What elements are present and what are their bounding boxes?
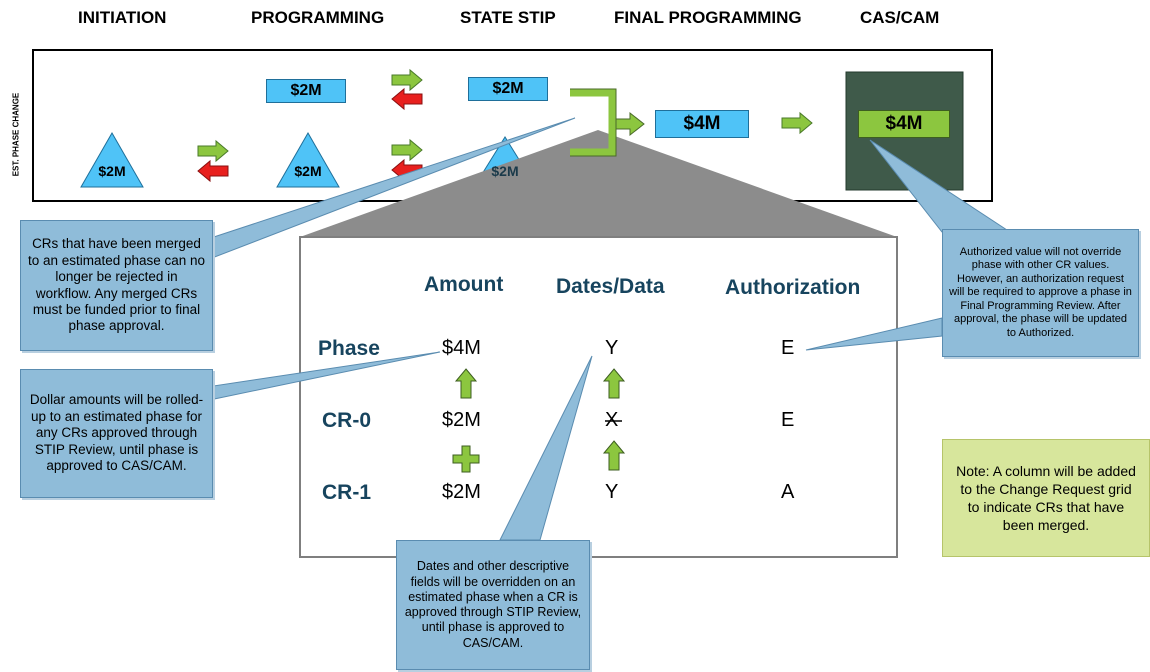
box-final-programming: $4M (655, 110, 749, 138)
cell-cr0-dates: X (605, 409, 619, 431)
cell-cr0-amount: $2M (442, 409, 481, 431)
row-label-cr-0: CR-0 (322, 409, 372, 432)
callout-dollar: Dollar amounts will be rolled-up to an e… (20, 369, 213, 498)
callout-dates: Dates and other descriptive fields will … (396, 540, 590, 670)
header-amount: Amount (424, 273, 504, 296)
cell-cr0-auth: E (781, 409, 795, 431)
arrow-right-icon (781, 111, 813, 135)
header-dates-data: Dates/Data (556, 275, 665, 298)
triangle-initiation (80, 131, 144, 188)
cell-cr1-dates: Y (605, 481, 619, 503)
stage-title-cas-cam: CAS/CAM (860, 8, 940, 27)
triangle-label-state-stip: $2M (491, 163, 519, 179)
stage-title-state-stip: STATE STIP (460, 8, 556, 27)
callout-merged: CRs that have been merged to an estimate… (20, 220, 213, 351)
cell-cr1-auth: A (781, 481, 795, 503)
triangle-programming (276, 131, 340, 188)
zoom-funnel (300, 130, 897, 237)
cell-phase-amount: $4M (442, 337, 481, 359)
triangle-label-programming: $2M (294, 163, 322, 179)
cell-cr1-amount: $2M (442, 481, 481, 503)
callout-authorization: Authorized value will not override phase… (942, 229, 1139, 357)
plus-icon (452, 445, 480, 473)
arrow-up-icon (602, 440, 626, 471)
note-box: Note: A column will be added to the Chan… (942, 439, 1150, 557)
arrow-right-icon (391, 68, 423, 92)
stage-title-initiation: INITIATION (78, 8, 167, 27)
box-state-stip: $2M (468, 77, 548, 101)
header-authorization: Authorization (725, 276, 861, 299)
stage-title-final-programming: FINAL PROGRAMMING (614, 8, 802, 27)
cell-phase-dates: Y (605, 337, 619, 359)
merge-bracket (570, 89, 616, 156)
box-programming: $2M (266, 79, 346, 103)
stage-title-programming: PROGRAMMING (251, 8, 385, 27)
arrow-right-icon (197, 139, 229, 163)
arrow-left-icon (197, 159, 229, 183)
arrow-right-icon (391, 138, 423, 162)
triangle-label-initiation: $2M (98, 163, 126, 179)
arrow-up-icon (602, 368, 626, 399)
row-label-cr-1: CR-1 (322, 481, 372, 504)
arrow-up-icon (454, 368, 478, 399)
cell-phase-auth: E (781, 337, 795, 359)
merge-arrow-icon (615, 111, 645, 137)
row-label-phase: Phase (318, 337, 380, 360)
arrow-left-icon (391, 87, 423, 111)
zoom-panel (299, 236, 898, 558)
box-cas-cam: $4M (858, 110, 950, 138)
